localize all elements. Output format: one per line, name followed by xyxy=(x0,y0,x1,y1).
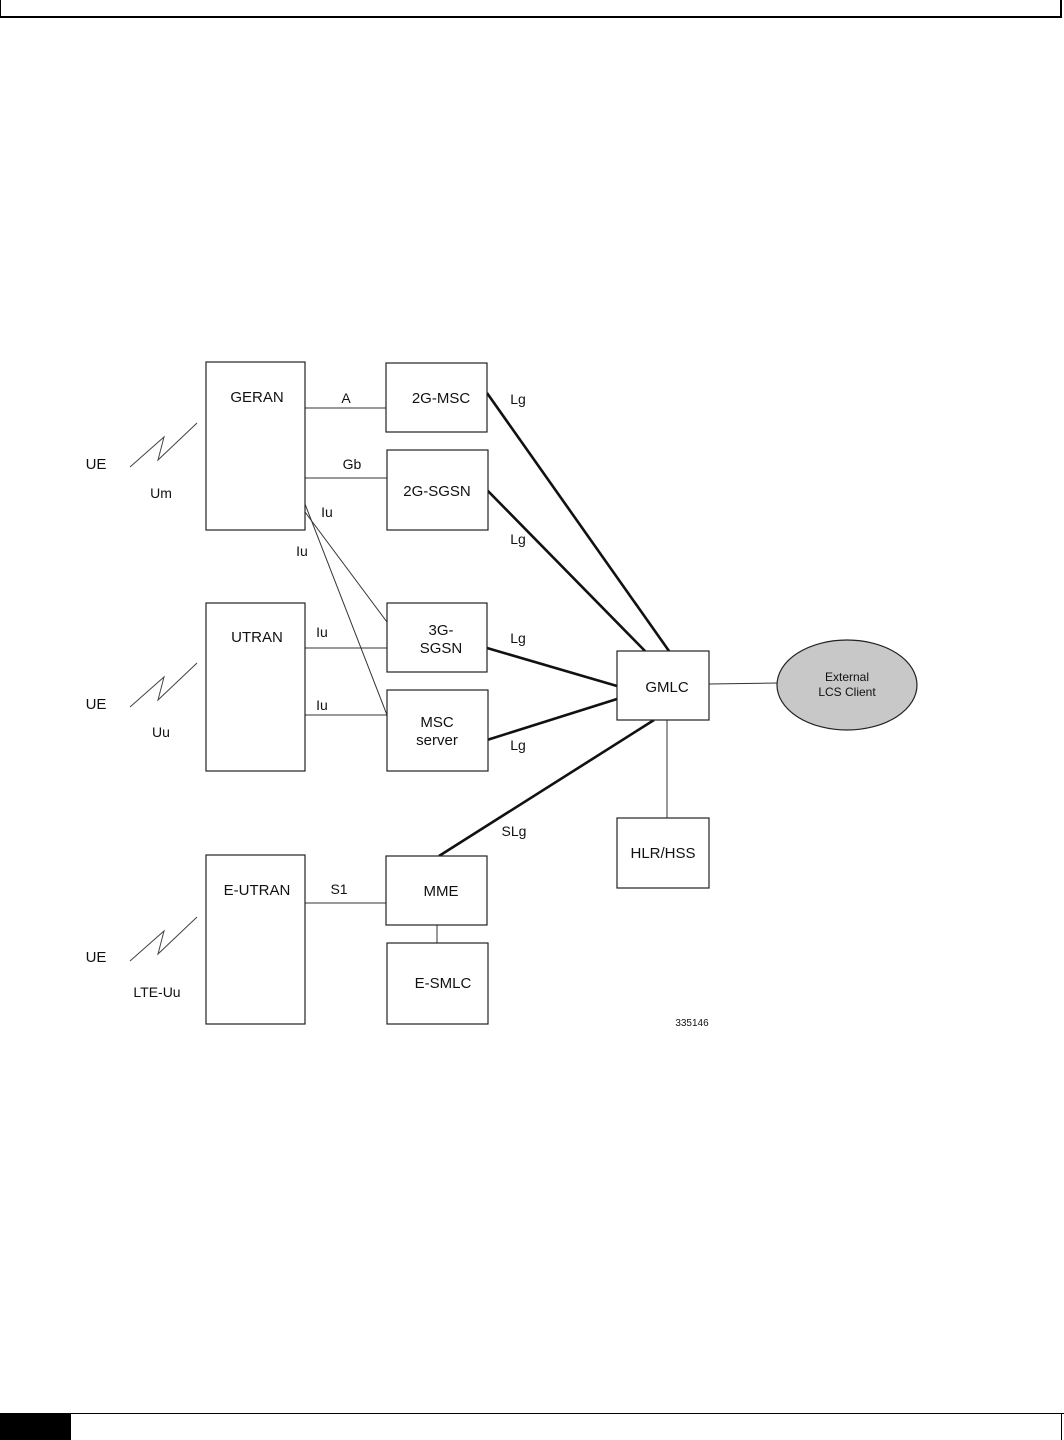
interface-iu-label: Iu xyxy=(316,624,328,640)
page-header-rule xyxy=(0,0,1062,18)
mme-box xyxy=(385,855,488,926)
edge-geran-3g-sgsn xyxy=(304,511,388,623)
ue-label: UE xyxy=(86,696,107,713)
3g-sgsn-label-line1: 3G- xyxy=(428,622,453,639)
radio-links xyxy=(129,422,198,962)
radio-link-um-icon xyxy=(129,422,198,468)
gmlc-label: GMLC xyxy=(645,679,689,696)
page-footer xyxy=(0,1413,1064,1440)
thick-connectors xyxy=(438,392,671,858)
edge-2g-sgsn-gmlc xyxy=(486,489,646,652)
external-lcs-client-ellipse xyxy=(776,639,918,731)
footer-right-rule xyxy=(1061,1413,1062,1440)
edge-2g-msc-gmlc xyxy=(485,392,671,652)
radio-link-lte-uu-icon xyxy=(129,916,198,962)
interface-iu-label: Iu xyxy=(321,504,333,520)
hlr-hss-box xyxy=(616,817,710,889)
radio-link-uu-icon xyxy=(129,662,198,708)
utran-label: UTRAN xyxy=(231,629,283,646)
e-smlc-box xyxy=(386,942,489,1025)
interface-lg-label: Lg xyxy=(510,737,526,753)
utran-box xyxy=(205,602,306,772)
2g-sgsn-box xyxy=(386,449,489,531)
footer-rule xyxy=(71,1413,1064,1414)
mme-label: MME xyxy=(424,883,459,900)
2g-msc-box xyxy=(385,362,488,433)
gmlc-box xyxy=(616,650,710,721)
interface-iu-label: Iu xyxy=(296,543,308,559)
interface-lg-label: Lg xyxy=(510,391,526,407)
interface-a-label: A xyxy=(341,390,351,406)
interface-gb-label: Gb xyxy=(343,456,362,472)
edge-3g-sgsn-gmlc xyxy=(486,646,618,688)
hlr-hss-label: HLR/HSS xyxy=(630,845,695,862)
edge-gmlc-lcs-client xyxy=(708,682,778,685)
edge-msc-server-gmlc xyxy=(486,697,618,742)
edge-mme-gmlc xyxy=(438,718,655,858)
ue-label: UE xyxy=(86,456,107,473)
lcs-client-label-line1: External xyxy=(825,670,869,684)
msc-server-box xyxy=(386,689,489,772)
eutran-label: E-UTRAN xyxy=(224,882,291,899)
geran-box xyxy=(205,361,306,531)
interface-iu-label: Iu xyxy=(316,697,328,713)
uu-interface-label: Uu xyxy=(152,724,170,740)
interface-slg-label: SLg xyxy=(502,823,527,839)
msc-server-label-line1: MSC xyxy=(420,714,454,731)
ue-label: UE xyxy=(86,949,107,966)
lcs-client-label-line2: LCS Client xyxy=(818,685,876,699)
e-smlc-label: E-SMLC xyxy=(415,975,472,992)
footer-page-block xyxy=(0,1413,71,1440)
interface-lg-label: Lg xyxy=(510,630,526,646)
interface-lg-label: Lg xyxy=(510,531,526,547)
msc-server-label-line2: server xyxy=(416,732,458,749)
um-interface-label: Um xyxy=(150,485,172,501)
3g-sgsn-label-line2: SGSN xyxy=(420,640,463,657)
2g-sgsn-label: 2G-SGSN xyxy=(403,483,471,500)
3g-sgsn-box xyxy=(386,602,488,673)
2g-msc-label: 2G-MSC xyxy=(412,390,471,407)
thin-connectors xyxy=(304,407,778,943)
edge-geran-msc-server xyxy=(304,503,388,716)
interface-s1-label: S1 xyxy=(330,881,347,897)
eutran-box xyxy=(205,854,306,1025)
figure-id: 335146 xyxy=(675,1018,709,1029)
geran-label: GERAN xyxy=(230,389,283,406)
lte-uu-interface-label: LTE-Uu xyxy=(133,984,180,1000)
